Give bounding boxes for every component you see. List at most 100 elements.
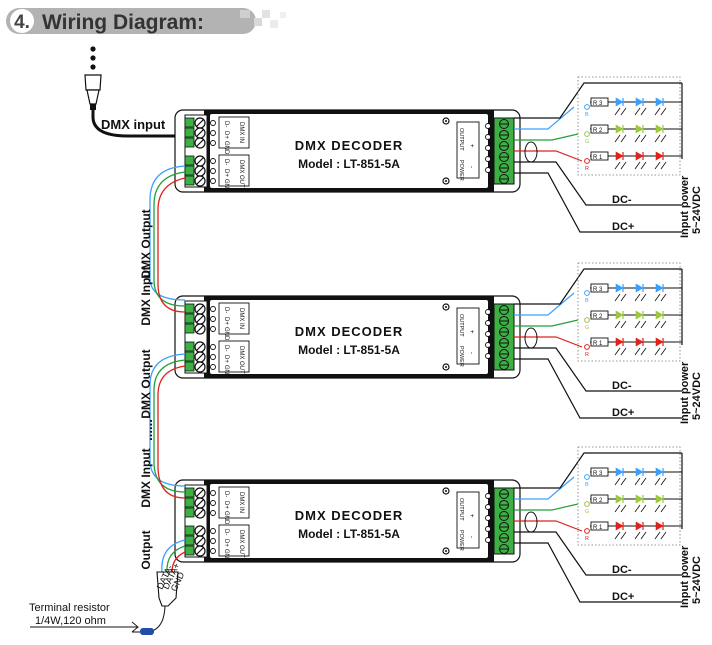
dmx-out-box-label: DMX OUT — [238, 530, 244, 558]
resistor-icon — [590, 521, 609, 531]
decoder-model: Model : LT-851-5A — [298, 527, 400, 541]
output-wires — [514, 452, 682, 532]
led-icon — [655, 337, 664, 347]
led-string: R 1R — [584, 151, 682, 172]
polarity-minus-label: - — [468, 536, 474, 538]
resistor-icon — [590, 494, 609, 504]
output-box-label: OUTPUT — [458, 128, 464, 151]
terminal-pin-label: GND — [223, 141, 229, 155]
resistor-icon — [140, 628, 154, 635]
polarity-plus-label: + — [468, 144, 474, 148]
terminal-pin-label: D- — [223, 491, 229, 497]
led-icon — [635, 283, 644, 293]
led-icon — [655, 151, 664, 161]
led-icon — [635, 97, 644, 107]
terminal-pin-label: GND — [223, 327, 229, 341]
led-icon — [615, 151, 624, 161]
led-string: R 3B — [584, 97, 682, 118]
dmx-in-box-label: DMX IN — [238, 122, 244, 143]
dmx-in-box-label: DMX IN — [238, 308, 244, 329]
led-icon — [635, 124, 644, 134]
resistor-label: R 3 — [593, 287, 603, 293]
resistor-icon — [590, 310, 609, 320]
led-string: R 2G — [584, 124, 682, 145]
section-number: 4. — [14, 12, 30, 33]
led-icon — [635, 337, 644, 347]
channel-letter: B — [585, 112, 589, 118]
channel-letter: B — [585, 482, 589, 488]
dc-minus-label: DC- — [612, 194, 632, 206]
led-icon — [615, 521, 624, 531]
led-group-3: R 3 B R 2G R 1R — [577, 446, 683, 546]
terminal-pin-label: D- — [223, 529, 229, 535]
dmx-out-box-label: DMX OUT — [238, 346, 244, 374]
channel-letter: G — [585, 325, 589, 331]
polarity-minus-label: - — [468, 352, 474, 354]
polarity-plus-label: + — [468, 514, 474, 518]
terminal-resistor-connector: DATA- DATA+ GND — [30, 561, 186, 635]
led-group-2: R 3BR 2GR 1R — [577, 262, 683, 362]
dmx-input-label-2: DMX Input — [139, 266, 153, 325]
channel-letter: R — [585, 166, 589, 172]
led-icon — [635, 467, 644, 477]
led-string: R 1 R — [584, 337, 682, 358]
channel-letter: R — [585, 352, 589, 358]
resistor-icon — [590, 283, 609, 293]
led-icon — [655, 521, 664, 531]
dmx-output-label-2: DMX Output — [139, 349, 153, 418]
terminal-pin-label: D+ — [223, 169, 229, 177]
led-icon — [655, 310, 664, 320]
chain-wires — [149, 165, 186, 573]
polarity-minus-label: - — [468, 166, 474, 168]
resistor-label: R 2 — [593, 498, 603, 504]
led-string: R 1R — [584, 521, 682, 542]
led-icon — [635, 151, 644, 161]
led-icon — [615, 337, 624, 347]
output-box-label: OUTPUT — [458, 498, 464, 521]
led-icon — [615, 467, 624, 477]
dc-plus-label: DC+ — [612, 221, 634, 233]
resistor-label: R 3 — [593, 471, 603, 477]
input-power-label: Input power — [679, 545, 691, 608]
dc-plus-label: DC+ — [612, 407, 634, 419]
channel-letter: G — [585, 139, 589, 145]
terminal-pin-label: GND — [223, 511, 229, 525]
terminal-pin-label: D- — [223, 159, 229, 165]
led-icon — [655, 124, 664, 134]
terminal-pin-label: D+ — [223, 501, 229, 509]
terminal-pin-label: GND — [223, 549, 229, 563]
led-group-1: R 3B R 2G R 1R — [577, 76, 683, 176]
polarity-plus-label: + — [468, 330, 474, 334]
dmx-input-label-3: DMX Input — [139, 448, 153, 507]
led-icon — [615, 97, 624, 107]
led-string: R 2G — [584, 310, 682, 331]
dc-minus-label: DC- — [612, 564, 632, 576]
resistor-icon — [590, 337, 609, 347]
section-number-badge — [10, 9, 34, 33]
terminal-pin-label: GND — [223, 365, 229, 379]
terminal-pin-label: D- — [223, 307, 229, 313]
chain-ellipsis: ...... — [140, 419, 155, 441]
input-power-label: Input power — [679, 175, 691, 238]
power-box-label: POWER — [458, 530, 464, 551]
resistor-icon — [590, 467, 609, 477]
resistor-label: R 1 — [593, 341, 603, 347]
resistor-icon — [590, 97, 609, 107]
dmx-out-box-label: DMX OUT — [238, 160, 244, 188]
dmx-input-plug — [84, 46, 176, 138]
dc-minus-label: DC- — [612, 380, 632, 392]
led-icon — [615, 124, 624, 134]
terminal-pin-label: D- — [223, 121, 229, 127]
led-string: R 2G — [584, 494, 682, 515]
terminal-resistor-label: Terminal resistor — [29, 602, 110, 614]
output-wires — [514, 82, 682, 162]
power-box-label: POWER — [458, 346, 464, 367]
decoder-name: DMX DECODER — [295, 508, 404, 523]
input-power-voltage: 5~24VDC — [691, 556, 703, 604]
led-icon — [635, 494, 644, 504]
input-power-voltage: 5~24VDC — [691, 372, 703, 420]
output-box-label: OUTPUT — [458, 314, 464, 337]
decoder-name: DMX DECODER — [295, 324, 404, 339]
